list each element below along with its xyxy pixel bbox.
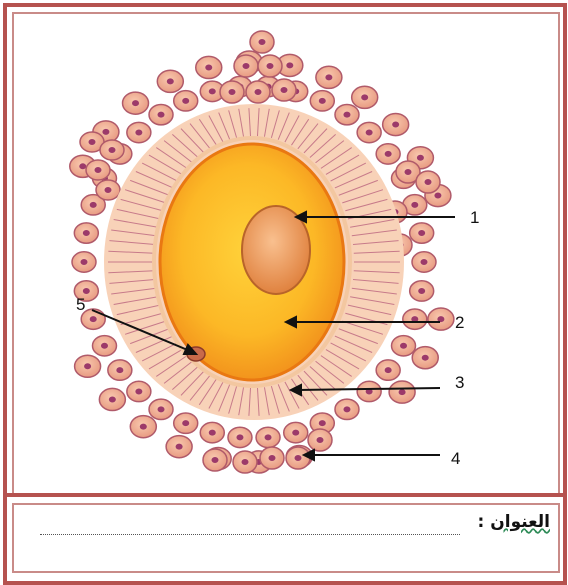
label-5: 5 — [76, 295, 85, 314]
follicle-cell — [260, 447, 284, 469]
follicle-cell — [234, 55, 258, 77]
follicle-cell — [75, 355, 101, 377]
follicle-cell — [127, 122, 151, 142]
follicle-cell — [174, 91, 198, 111]
follicle-cell — [157, 70, 183, 92]
follicle-cell — [149, 399, 173, 419]
follicle-cell — [99, 388, 125, 410]
title-colon: : — [478, 512, 485, 532]
title-row: العنوان : — [40, 512, 550, 544]
follicle-cell — [203, 449, 227, 471]
follicle-cell — [428, 308, 454, 330]
follicle-cell — [403, 309, 427, 329]
follicle-cell — [149, 104, 173, 124]
follicle-cell — [166, 436, 192, 458]
follicle-cell — [335, 104, 359, 124]
follicle-cell — [416, 171, 440, 193]
follicle-cell — [286, 447, 310, 469]
follicle-cell — [308, 429, 332, 451]
follicle-cell — [316, 66, 342, 88]
title-label: العنوان : — [478, 512, 550, 532]
follicle-cell — [86, 160, 110, 180]
follicle-cell — [127, 381, 151, 401]
label-1: 1 — [470, 208, 479, 227]
follicle-cell — [74, 223, 98, 243]
follicle-cell — [258, 55, 282, 77]
label-3: 3 — [455, 373, 464, 392]
follicle-cell — [412, 347, 438, 369]
follicle-cell — [108, 360, 132, 380]
follicle-cell — [130, 416, 156, 438]
follicle-cell — [233, 451, 257, 473]
follicle-cell — [100, 140, 124, 160]
follicle-cell — [196, 56, 222, 78]
title-word: العنوان — [490, 512, 550, 532]
follicle-cell — [92, 336, 116, 356]
follicle-cell — [96, 180, 120, 200]
follicle-cell — [352, 86, 378, 108]
follicle-cell — [376, 360, 400, 380]
follicle-cell — [246, 81, 270, 103]
follicle-cell — [389, 381, 415, 403]
follicle-cell — [123, 92, 149, 114]
follicle-cell — [335, 399, 359, 419]
follicle-cell — [228, 427, 252, 447]
follicle-cell — [310, 91, 334, 111]
follicle-cell — [410, 223, 434, 243]
follicle-cell — [284, 422, 308, 442]
follicle-cell — [72, 252, 96, 272]
label-4: 4 — [451, 449, 460, 468]
follicle-cell — [220, 81, 244, 103]
follicle-cell — [357, 381, 381, 401]
follicle-cell — [412, 252, 436, 272]
follicle-cell — [256, 427, 280, 447]
follicle-cell — [410, 281, 434, 301]
ovum-diagram: 1 2 3 4 5 — [0, 0, 568, 500]
follicle-cell — [272, 79, 296, 101]
answer-dotted-line[interactable] — [40, 534, 460, 535]
follicle-cell — [174, 413, 198, 433]
follicle-cell — [376, 144, 400, 164]
follicle-cell — [200, 422, 224, 442]
follicle-cell — [383, 113, 409, 135]
label-2: 2 — [455, 313, 464, 332]
follicle-cell — [357, 122, 381, 142]
follicle-cell — [250, 31, 274, 53]
follicle-cell — [392, 336, 416, 356]
